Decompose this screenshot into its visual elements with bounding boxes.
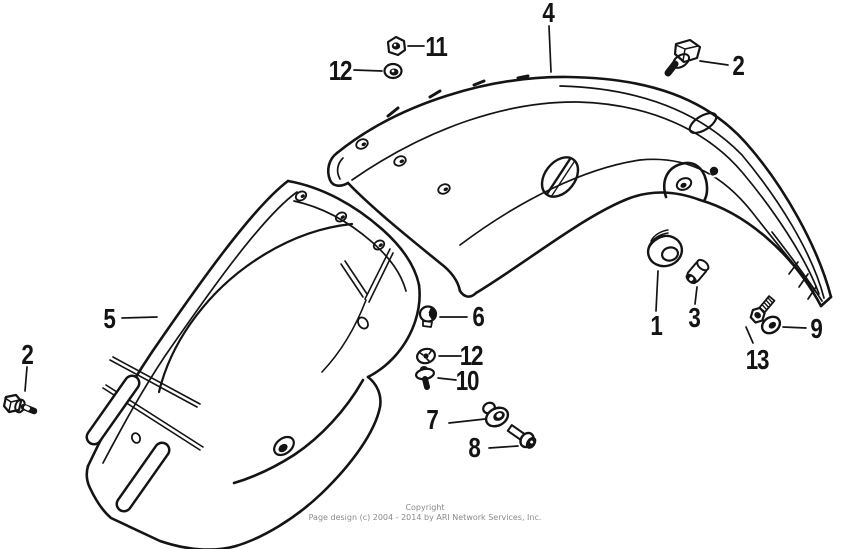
callout-9[interactable]: 9: [810, 313, 822, 344]
front-fender-oval-hole: [273, 435, 295, 457]
copyright-line2: Page design (c) 2004 - 2014 by ARI Netwo…: [308, 513, 542, 523]
screw-10-drawing: [414, 366, 436, 390]
rear-fender-mount-holes: [355, 138, 451, 195]
callout-8[interactable]: 8: [468, 432, 480, 463]
rear-fender-slot-hole: [540, 156, 580, 198]
callout-12-top[interactable]: 12: [328, 55, 353, 86]
callout-12-middle[interactable]: 12: [459, 340, 484, 371]
callout-5[interactable]: 5: [103, 303, 115, 334]
front-fender-bracket: [85, 356, 238, 549]
washer-12-top-drawing: [383, 62, 403, 80]
callout-1[interactable]: 1: [650, 310, 662, 341]
bolt-2-right-drawing: [664, 38, 702, 77]
front-fender-drawing: [85, 179, 421, 549]
collar-1-drawing: [646, 229, 684, 268]
callout-6[interactable]: 6: [472, 301, 484, 332]
copyright-line1: Copyright: [405, 503, 445, 512]
bolt-13-drawing: [749, 295, 776, 324]
nut-11-drawing: [386, 35, 407, 57]
bolt-8-drawing: [506, 424, 537, 449]
bolt-2-left-drawing: [2, 393, 38, 415]
callout-11[interactable]: 11: [425, 31, 447, 62]
collar-7-drawing: [482, 401, 510, 428]
callout-2-left[interactable]: 2: [21, 339, 33, 370]
callout-3[interactable]: 3: [688, 302, 700, 333]
callout-13[interactable]: 13: [745, 344, 770, 375]
rear-fender-small-hole: [709, 166, 719, 178]
front-fender-creases: [321, 248, 394, 373]
copyright-footer: Copyright Page design (c) 2004 - 2014 by…: [0, 503, 850, 524]
nut-6-drawing: [418, 305, 438, 328]
washer-12-mid-drawing: [416, 347, 436, 365]
bushing-3-drawing: [685, 258, 710, 285]
callout-4[interactable]: 4: [542, 0, 554, 28]
callout-10[interactable]: 10: [455, 365, 480, 396]
rear-fender-top-hole: [688, 111, 718, 135]
bracket-slot-a: [85, 374, 141, 446]
bracket-small-hole: [130, 432, 142, 444]
callout-7[interactable]: 7: [426, 404, 438, 435]
washer-9-drawing: [760, 315, 782, 335]
rear-fender-drawing: [326, 74, 833, 308]
leader-lines: [24, 25, 807, 449]
front-fender-mount-holes: [294, 190, 386, 251]
bracket-slot-b: [115, 441, 171, 513]
rear-fender-mount-tab: [662, 161, 709, 203]
callout-2-upper[interactable]: 2: [732, 50, 744, 81]
front-fender-small-hole: [357, 316, 369, 330]
